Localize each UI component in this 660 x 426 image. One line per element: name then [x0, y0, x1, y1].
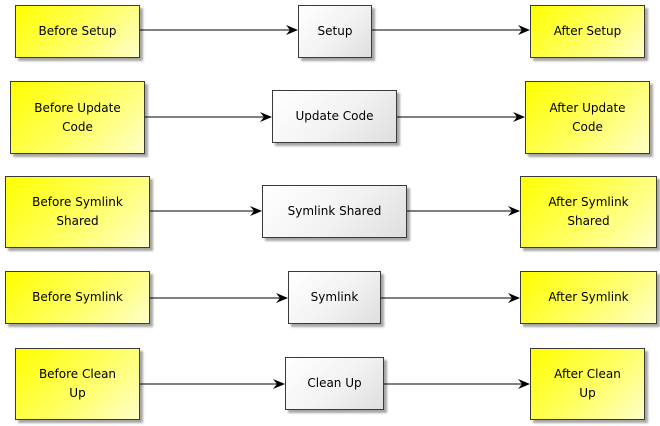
clean-up-node: Clean Up: [285, 357, 384, 410]
symlink-shared-node: Symlink Shared: [262, 185, 407, 238]
after-setup-node: After Setup: [530, 5, 645, 58]
after-clean-up-node: After Clean Up: [530, 348, 645, 420]
before-symlink-shared-node: Before Symlink Shared: [5, 176, 150, 248]
after-symlink-node: After Symlink: [520, 271, 657, 324]
before-update-code-node: Before Update Code: [10, 81, 145, 154]
before-setup-node: Before Setup: [15, 5, 140, 58]
update-code-node: Update Code: [272, 90, 397, 143]
after-symlink-shared-node: After Symlink Shared: [520, 176, 657, 248]
before-clean-up-node: Before Clean Up: [15, 348, 140, 420]
after-update-code-node: After Update Code: [525, 81, 650, 154]
before-symlink-node: Before Symlink: [5, 271, 150, 324]
setup-node: Setup: [298, 5, 372, 58]
symlink-node: Symlink: [288, 271, 381, 324]
